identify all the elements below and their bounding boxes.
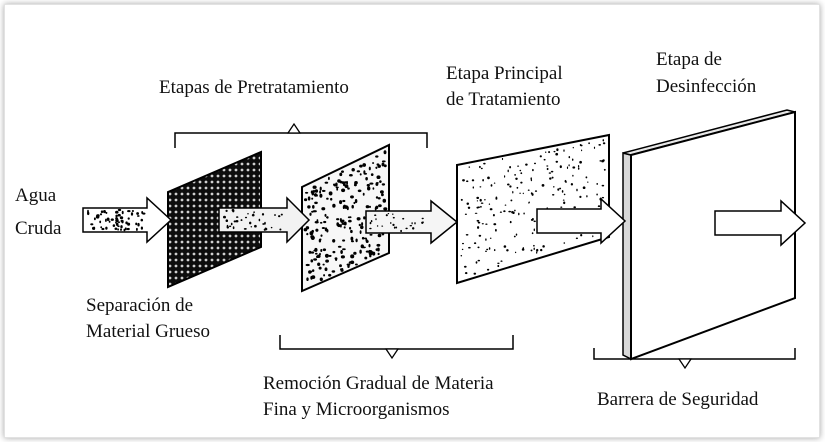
coarse-separation-label-line2: Material Grueso <box>86 321 210 342</box>
pretreatment-filter-panel <box>301 143 390 293</box>
water-treatment-diagram <box>82 109 807 370</box>
flow-arrow-4 <box>536 197 627 245</box>
bracket-pretreatment <box>174 132 428 148</box>
coarse-screen-panel <box>167 150 262 289</box>
disinfection-barrier-panel <box>630 110 796 361</box>
bracket-gradual-removal <box>279 335 514 350</box>
gradual-removal-label-line1: Remoción Gradual de Materia <box>263 373 494 394</box>
bracket-gradual-removal-tick <box>384 348 400 360</box>
bracket-safety-barrier-tick <box>677 358 693 370</box>
main-treatment-title-line2: de Tratamiento <box>446 89 561 110</box>
main-filter-panel <box>456 133 610 285</box>
diagram-frame: Agua Cruda Etapas de Pretratamiento Etap… <box>4 4 820 438</box>
coarse-separation-label-line1: Separación de <box>86 295 194 316</box>
disinfection-title-line2: Desinfección <box>656 76 757 97</box>
main-treatment-title-line1: Etapa Principal <box>446 63 563 84</box>
flow-arrow-3 <box>365 199 459 245</box>
disinfection-barrier-side <box>622 152 632 361</box>
safety-barrier-label: Barrera de Seguridad <box>597 389 759 410</box>
bracket-safety-barrier <box>593 348 796 360</box>
bracket-pretreatment-tick <box>286 122 302 134</box>
gradual-removal-label-line2: Fina y Microorganismos <box>263 399 450 420</box>
pretreatment-title: Etapas de Pretratamiento <box>159 77 349 98</box>
flow-arrow-output <box>714 199 807 247</box>
flow-arrow-input <box>82 196 173 244</box>
input-label-line2: Cruda <box>15 218 62 239</box>
flow-arrow-2 <box>218 196 311 244</box>
input-label-line1: Agua <box>15 185 57 206</box>
disinfection-title-line1: Etapa de <box>656 49 722 70</box>
